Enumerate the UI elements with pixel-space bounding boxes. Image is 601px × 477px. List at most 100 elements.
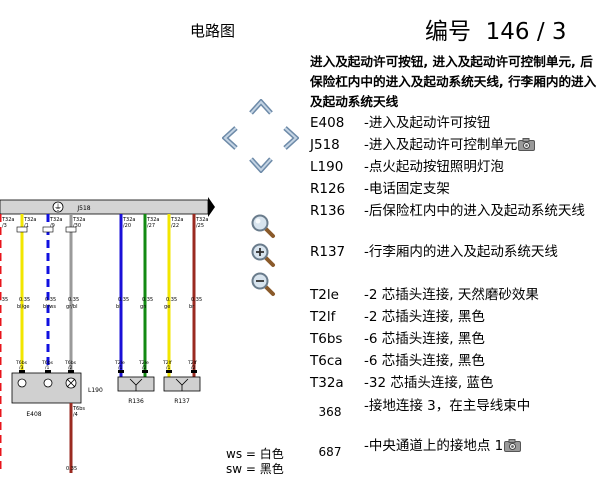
zoom-out-icon[interactable]	[250, 271, 276, 297]
connector-label: T32a	[23, 217, 36, 223]
legend-desc: -6 芯插头连接, 黑色	[364, 331, 485, 347]
connector-pin: /27	[147, 223, 155, 229]
legend-desc: -点火起动按钮照明灯泡	[364, 159, 504, 175]
legend-desc: -行李厢内的进入及起动系统天线	[364, 244, 558, 260]
wire-gauge: 0.35	[118, 297, 129, 303]
connector-pin: /1	[118, 365, 123, 371]
legend-desc: -接地连接 3，在主导线束中	[364, 398, 531, 414]
legend-desc: -进入及起动许可按钮	[364, 115, 491, 131]
color-key-item: sw = 黑色	[226, 462, 284, 476]
color-key-abbr: ws	[226, 447, 243, 461]
connector-label: T2lf	[162, 360, 172, 366]
connector-label: T2le	[138, 360, 149, 366]
legend-code: R126	[310, 181, 346, 197]
connector-pin: /3	[19, 365, 24, 371]
wire-group: T32a/30.35T32a/10.35bl/geT32a/90.35bl/ws…	[0, 214, 208, 473]
magnifier-icon[interactable]	[250, 213, 276, 239]
legend-desc: -后保险杠内中的进入及起动系统天线	[364, 203, 585, 219]
camera-icon[interactable]	[504, 439, 522, 452]
connector-pin: /30	[73, 223, 81, 229]
arrow-right-icon[interactable]	[283, 126, 299, 150]
wire-gauge: 0.35	[0, 297, 8, 303]
legend-code: R137	[310, 244, 346, 260]
arrow-down-icon[interactable]	[249, 157, 273, 173]
arrow-right-icon	[208, 197, 215, 217]
wire-gauge: 0.35	[142, 297, 153, 303]
connector-pin: /20	[123, 223, 131, 229]
connector-label: T32a	[146, 217, 159, 223]
wire-gauge: 0.35	[166, 297, 177, 303]
connector-pin: /3	[2, 223, 7, 229]
connector-label: T32a	[72, 217, 85, 223]
wire-color-code: bl/ws	[43, 304, 56, 310]
legend-code: E408	[310, 115, 345, 131]
connector-label: T2le	[114, 360, 125, 366]
wire-gauge: 0.35	[19, 297, 30, 303]
connector-label: T32a	[195, 217, 208, 223]
legend-desc: -6 芯插头连接, 黑色	[364, 353, 485, 369]
connector-pin-mark	[166, 370, 172, 373]
legend-code: T32a	[310, 375, 344, 391]
switch-contact-icon	[43, 378, 53, 388]
wire-color-code: bl/ge	[17, 304, 30, 310]
connector-pin-mark	[142, 370, 148, 373]
connector-pin: /1	[166, 365, 171, 371]
control-unit-bar	[0, 199, 209, 215]
wire-color-code: gn	[140, 304, 146, 310]
component-label: R136	[128, 398, 144, 405]
component-label: E408	[26, 411, 41, 418]
legend-code: T6bs	[310, 331, 343, 347]
wire-gauge: 0.35	[191, 297, 202, 303]
connector-label: T32a	[49, 217, 62, 223]
connector-label: T32a	[122, 217, 135, 223]
wire-color-code: gr/bl	[66, 304, 77, 310]
arrow-left-icon[interactable]	[222, 126, 238, 150]
legend-code: 687	[318, 445, 342, 459]
legend-code: T6ca	[310, 353, 343, 369]
wire-gauge: 0.35	[68, 297, 79, 303]
wire-gauge: 0.35	[66, 466, 77, 472]
page-title: 电路图	[190, 22, 236, 40]
connector-pin-mark	[118, 370, 124, 373]
connector-pin-box	[65, 226, 77, 233]
wire-gauge: 0.35	[45, 297, 56, 303]
switch-contact-icon	[17, 378, 27, 388]
camera-icon[interactable]	[518, 138, 536, 151]
connector-pin: /4	[73, 412, 78, 418]
ground-symbol-icon: ⏚	[54, 203, 62, 212]
connector-label: T32a	[170, 217, 183, 223]
color-key-abbr: sw	[226, 462, 243, 476]
color-key-item: ws = 白色	[226, 447, 284, 461]
document-number-label: 编号	[425, 19, 471, 45]
zoom-in-icon[interactable]	[250, 242, 276, 268]
diagram-description: 进入及起动许可按钮, 进入及起动许可控制单元, 后保险杠内中的进入及起动系统天线…	[310, 54, 597, 109]
ground-symbol-circle	[52, 201, 64, 213]
connector-pin-mark	[191, 370, 197, 373]
connector-label: T2lf	[187, 360, 197, 366]
component-label: R137	[174, 398, 190, 405]
legend-code: 368	[318, 405, 342, 419]
color-key-name: 黑色	[259, 462, 284, 476]
legend-desc: -进入及起动许可控制单元	[364, 137, 518, 153]
legend-desc: -32 芯插头连接, 蓝色	[364, 375, 494, 391]
connector-pin-mark	[68, 370, 74, 373]
document-number-value: 146 / 3	[485, 19, 567, 45]
connector-pin: /2	[68, 365, 73, 371]
connector-pin: /2	[142, 365, 147, 371]
connector-pin: /2	[191, 365, 196, 371]
connector-pin-box	[42, 226, 54, 233]
connector-label: T6bs	[64, 360, 77, 366]
connector-pin: /1	[45, 365, 50, 371]
connector-label: T6bs	[15, 360, 28, 366]
connector-pin: /9	[50, 223, 55, 229]
legend-desc: -电话固定支架	[364, 181, 450, 197]
connector-pin: /25	[196, 223, 204, 229]
connector-pin: /22	[171, 223, 179, 229]
legend-desc: -中央通道上的接地点 1	[364, 438, 504, 454]
arrow-up-icon[interactable]	[249, 99, 273, 115]
legend-code: J518	[310, 137, 340, 153]
legend-code: R136	[310, 203, 346, 219]
component-label: L190	[88, 387, 103, 394]
connector-label: T6bs	[72, 406, 85, 412]
wire-color-code: bl	[116, 304, 121, 310]
